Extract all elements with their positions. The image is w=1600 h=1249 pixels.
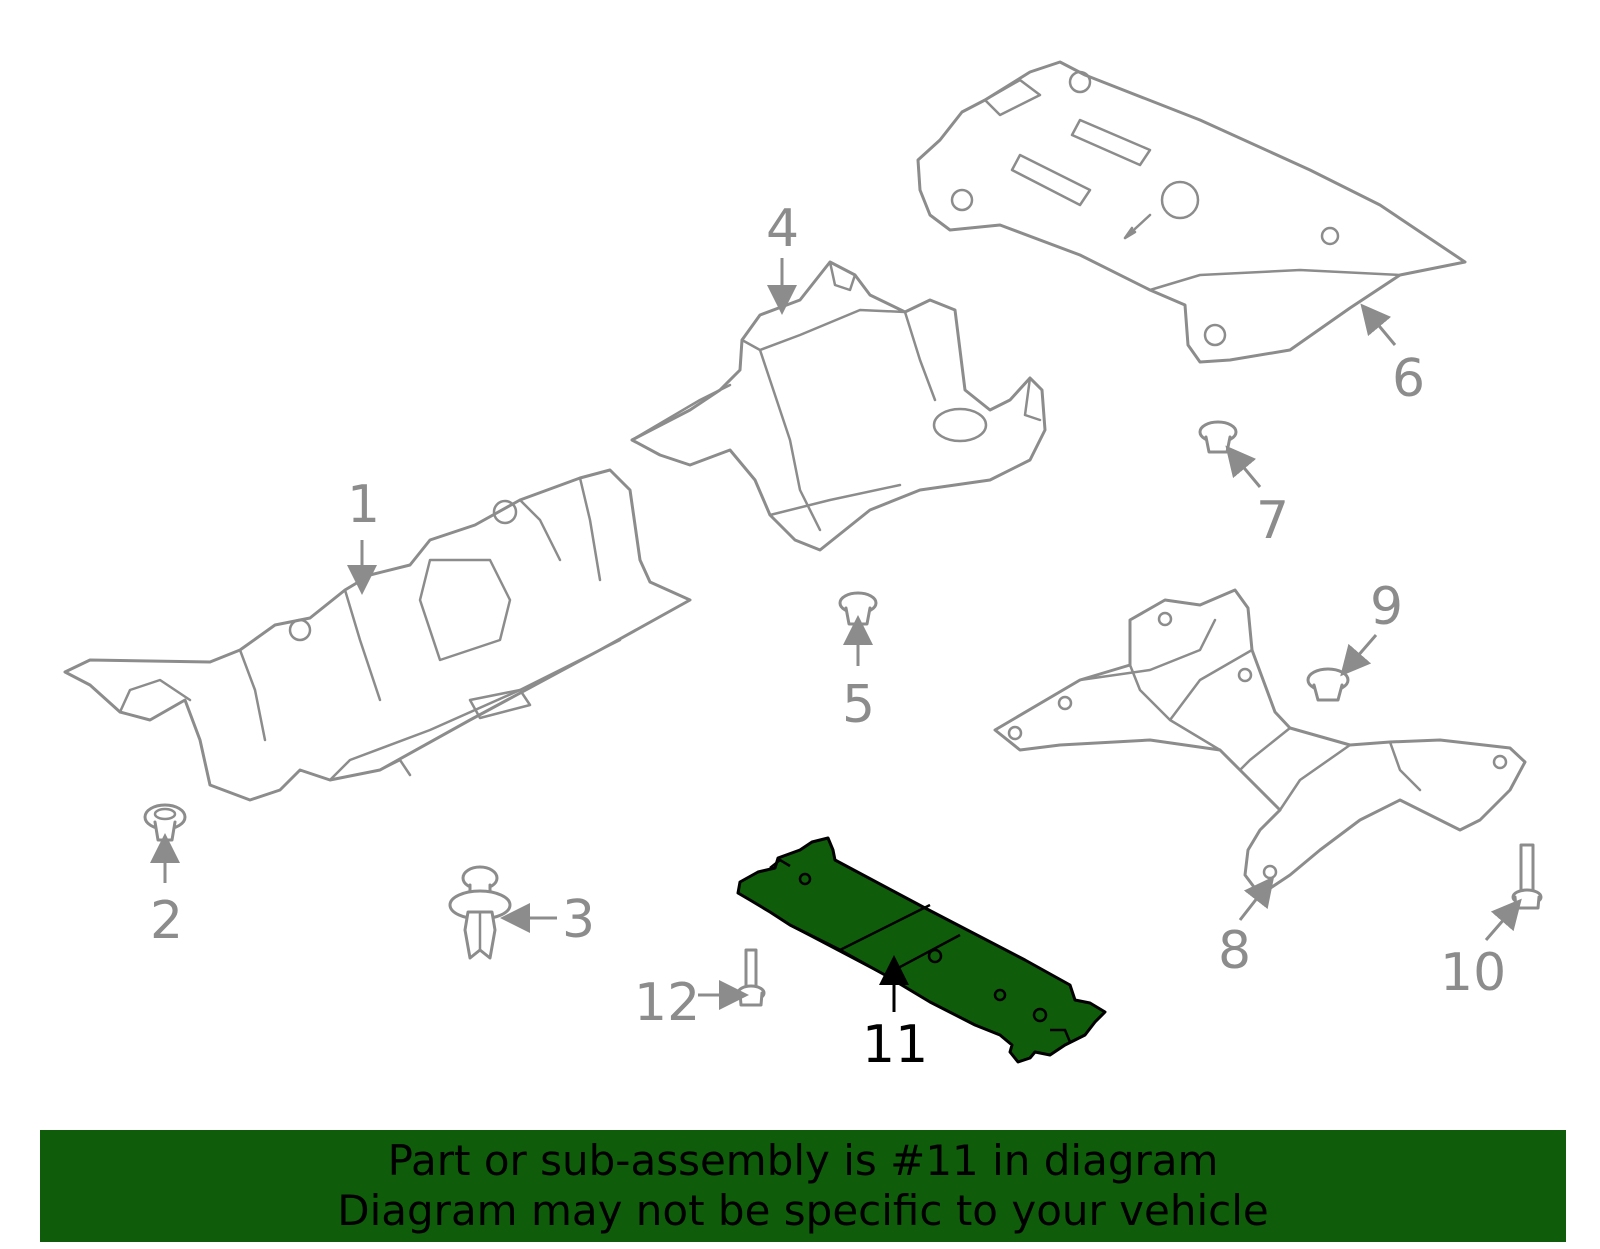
part-3-push-pin (448, 865, 512, 960)
callout-11: 11 (862, 1015, 928, 1075)
callout-8: 8 (1218, 921, 1251, 981)
part-6-shield (916, 60, 1467, 364)
arrow-8 (1238, 876, 1275, 921)
arrow-7 (1225, 445, 1262, 488)
arrow-9 (1340, 634, 1378, 677)
part-7-nut (1198, 420, 1238, 454)
arrow-10 (1484, 898, 1522, 941)
callout-9: 9 (1370, 577, 1403, 637)
callouts: 1 2 3 4 5 6 7 8 9 10 11 12 (150, 199, 1506, 1075)
callout-3: 3 (562, 890, 595, 950)
banner-line-1: Part or sub-assembly is #11 in diagram (387, 1136, 1219, 1185)
callout-2: 2 (150, 891, 183, 951)
callout-7: 7 (1256, 491, 1289, 551)
part-11-crossmember-plate (736, 836, 1107, 1064)
part-12-bolt (736, 948, 766, 1007)
part-10-bolt (1511, 843, 1543, 910)
part-4-heat-shield (630, 260, 1047, 552)
callout-10: 10 (1440, 943, 1506, 1003)
part-5-nut (838, 591, 878, 626)
part-9-nut (1306, 667, 1350, 702)
info-banner: Part or sub-assembly is #11 in diagram D… (40, 1130, 1566, 1242)
part-1-underbody-shield (63, 468, 692, 802)
arrow-6 (1360, 303, 1397, 346)
part-2-clip (143, 803, 187, 842)
callout-6: 6 (1392, 349, 1425, 409)
callout-1: 1 (347, 475, 380, 535)
callout-5: 5 (842, 675, 875, 735)
part-8-bracket (993, 588, 1527, 897)
banner-line-2: Diagram may not be specific to your vehi… (337, 1186, 1269, 1235)
callout-4: 4 (766, 199, 799, 259)
leader-arrows (150, 258, 1522, 1012)
callout-12: 12 (634, 973, 700, 1033)
